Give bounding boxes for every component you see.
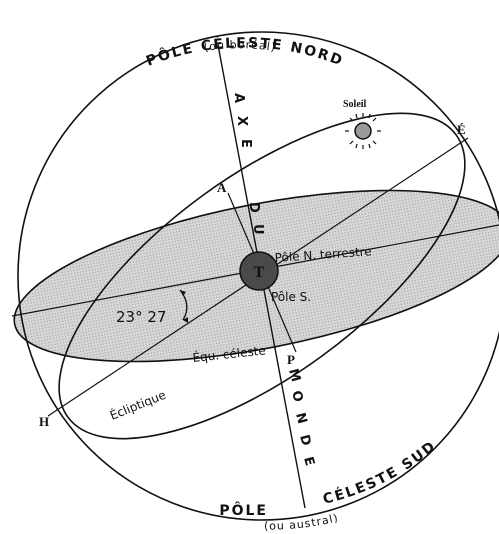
axis-letter: D <box>246 202 261 213</box>
axis-letter: O <box>288 389 305 404</box>
south-celestial-pole-word: PÔLE <box>219 501 268 519</box>
angle-label: 23° 27 <box>116 308 166 326</box>
axis-letter: N <box>292 411 309 425</box>
sun-label: Soleil <box>343 99 367 110</box>
ecliptic-label: Écliptique <box>108 387 168 423</box>
south-celestial-pole-rest: CÉLESTE SUD <box>321 438 439 508</box>
axis-letter: M <box>285 367 303 383</box>
axis-lower-label: M O N D E <box>285 367 317 467</box>
axis-letter: D <box>296 433 313 448</box>
earth-south-pole-label: Pôle S. <box>271 290 311 304</box>
axis-letter: A <box>231 93 246 103</box>
point-a-label: A <box>217 180 227 195</box>
axis-letter: U <box>250 224 265 235</box>
axis-letter: X <box>234 116 249 126</box>
north-celestial-pole-sublabel: (ou boréal) <box>203 38 277 54</box>
axis-upper-label: A X E <box>231 93 253 148</box>
south-celestial-pole-sublabel: (ou austral) <box>264 511 340 532</box>
axis-letter: E <box>238 139 253 148</box>
point-e-label: É <box>457 122 466 137</box>
axis-letter: E <box>300 455 317 467</box>
point-p-label: P <box>287 352 295 367</box>
earth-symbol: T <box>254 264 265 281</box>
point-h-label: H <box>39 414 49 429</box>
